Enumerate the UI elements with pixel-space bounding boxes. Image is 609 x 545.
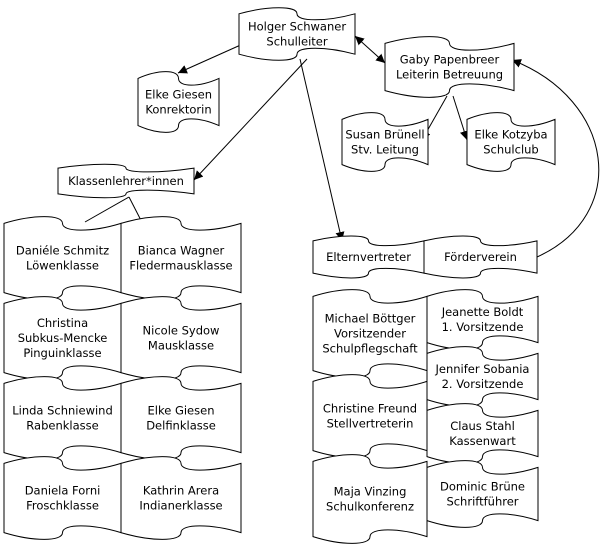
node-label: Schulclub: [483, 143, 539, 157]
node-label: Jennifer Sobania: [435, 362, 530, 376]
node-label: Gaby Papenbreer: [400, 53, 500, 67]
node-label: Daniéle Schmitz: [16, 244, 109, 258]
node-label: Jeanette Boldt: [441, 305, 524, 319]
node-label: Holger Schwaner: [248, 20, 346, 34]
document-shape: [238, 7, 356, 61]
node-klassenlehrer: Klassenlehrer*innen: [57, 163, 195, 199]
arrow-betreuung-schulclub: [452, 95, 469, 141]
document-shape: [341, 112, 429, 172]
node-label: Stv. Leitung: [351, 143, 419, 157]
node-label: Rabenklasse: [26, 419, 98, 433]
node-label: Löwenklasse: [26, 259, 99, 273]
node-label: Christina: [37, 316, 88, 330]
node-foerderverein: Förderverein: [423, 235, 538, 279]
node-label: Elke Giesen: [148, 404, 215, 418]
node-label: Bianca Wagner: [138, 244, 225, 258]
node-label: Konrektorin: [145, 103, 211, 117]
arrow-schulleiter-betreuung: [354, 35, 386, 64]
node-label: Förderverein: [444, 250, 517, 264]
node-label: Elternvertreter: [326, 250, 411, 264]
node-label: Linda Schniewind: [12, 404, 113, 418]
node-label: Susan Brünell: [345, 128, 424, 142]
document-shape: [384, 36, 515, 98]
node-label: Klassenlehrer*innen: [68, 174, 184, 188]
document-shape: [120, 456, 242, 540]
node-label: Fledermausklasse: [129, 259, 232, 273]
connectors: [84, 35, 600, 258]
node-label: Michael Böttger: [325, 312, 416, 326]
node-label: Mausklasse: [148, 339, 214, 353]
node-label: 2. Vorsitzende: [442, 377, 524, 391]
node-label: Elke Giesen: [145, 88, 212, 102]
node-label: Leiterin Betreuung: [396, 68, 503, 82]
node-label: Christine Freund: [323, 402, 417, 416]
node-label: Daniela Forni: [25, 484, 101, 498]
node-label: Kassenwart: [449, 434, 516, 448]
arrow-foerderverein-betreuung: [511, 59, 600, 258]
node-label: Indianerklasse: [139, 499, 222, 513]
arrow-schulleiter-elternvertreter: [299, 58, 345, 242]
node-label: 1. Vorsitzende: [442, 320, 524, 334]
node-label: Stellvertreterin: [327, 417, 414, 431]
node-label: Delfinklasse: [146, 419, 216, 433]
document-shape: [137, 71, 220, 133]
node-label: Subkus-Mencke: [18, 331, 108, 345]
node-label: Pinguinklasse: [23, 346, 101, 360]
node-label: Elke Kotzyba: [474, 128, 547, 142]
node-label: Maja Vinzing: [334, 485, 407, 499]
node-label: Kathrin Arera: [143, 484, 219, 498]
node-label: Schriftführer: [446, 495, 518, 509]
node-label: Schulkonferenz: [326, 500, 414, 514]
line-klassenlehrer-loewen: [84, 196, 130, 223]
node-label: Vorsitzender: [334, 327, 406, 341]
node-label: Nicole Sydow: [143, 324, 220, 338]
node-vorsitzender: Michael BöttgerVorsitzenderSchulpflegsch…: [312, 289, 428, 378]
document-shape: [466, 112, 556, 172]
node-label: Dominic Brüne: [440, 480, 525, 494]
document-shape: [312, 454, 428, 544]
arrow-schulleiter-klassenlehrer: [193, 58, 308, 181]
node-label: Schulleiter: [266, 35, 327, 49]
document-shape: [423, 235, 538, 279]
node-label: Froschklasse: [26, 499, 99, 513]
node-label: Claus Stahl: [450, 419, 515, 433]
document-shape: [426, 460, 539, 528]
node-elternvertreter: Elternvertreter: [312, 235, 425, 279]
document-shape: [57, 163, 195, 199]
node-label: Schulpflegschaft: [322, 342, 418, 356]
